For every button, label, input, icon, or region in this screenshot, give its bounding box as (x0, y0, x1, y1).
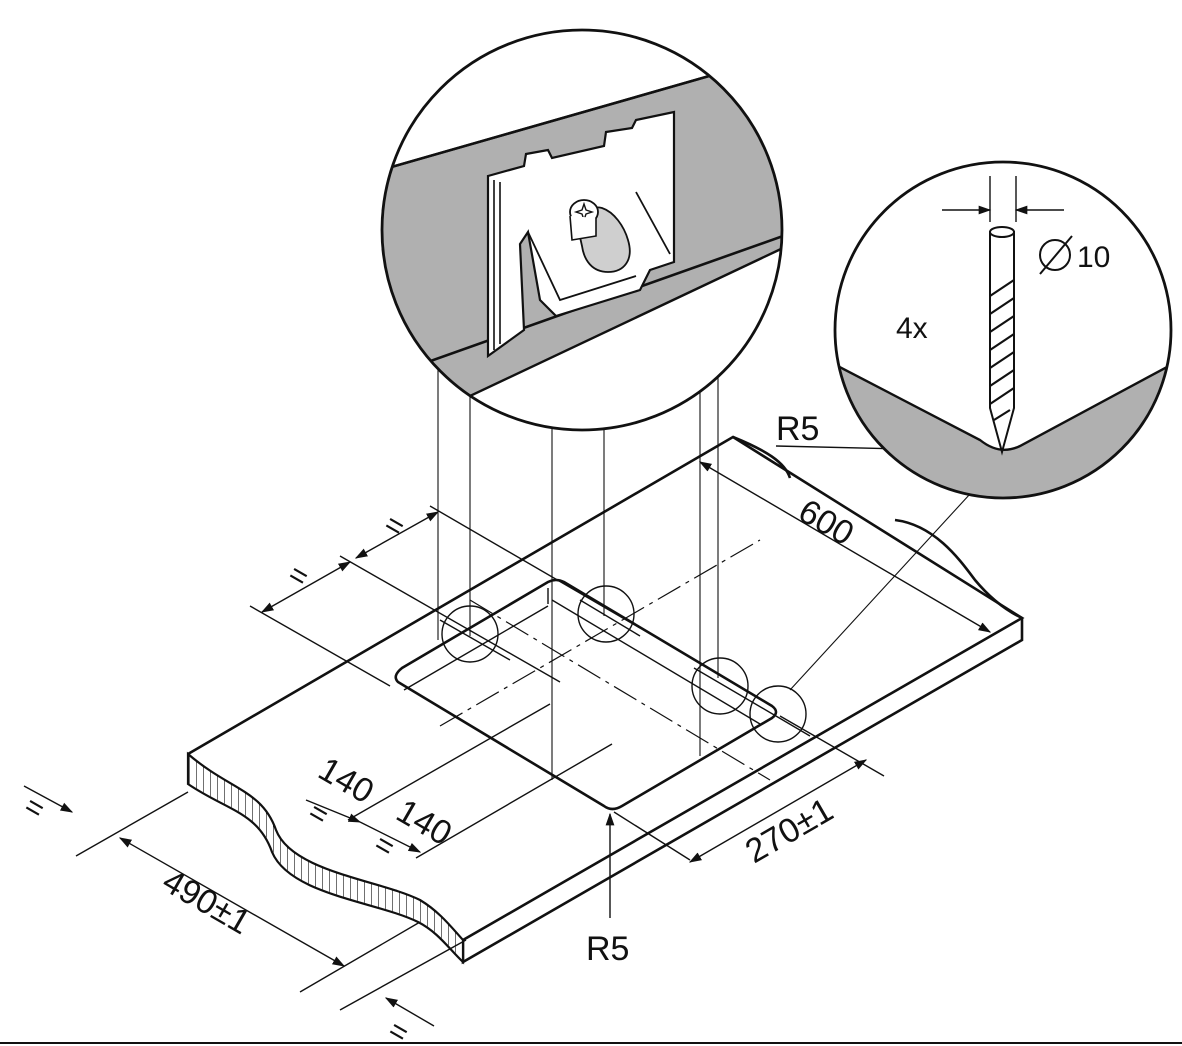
detail-circle-clip (380, 28, 784, 432)
sink-cutout (394, 578, 778, 811)
width-490-label: 490±1 (156, 862, 257, 942)
center-lines (439, 539, 771, 781)
equal-marker: = (379, 507, 411, 544)
dimension-lines (23, 436, 992, 1027)
equal-marker: = (283, 557, 315, 594)
equal-marker: = (19, 789, 51, 826)
radius-detail-label: R5 (776, 410, 819, 448)
quantity-label: 4x (896, 312, 928, 345)
diameter-label: 10 (1077, 241, 1110, 274)
depth-270-label: 270±1 (739, 791, 840, 871)
mounting-clip (486, 110, 676, 359)
radius-cutout-label: R5 (586, 930, 629, 968)
countertop (186, 435, 1025, 965)
screw-head-icon (569, 199, 599, 241)
bracket-location-circles (439, 585, 811, 743)
offset-140-right-label: 140 (390, 792, 458, 853)
drill-bit-icon (989, 226, 1015, 456)
equal-marker: = (383, 1013, 415, 1046)
detail-circle-drill (833, 160, 1173, 500)
length-600-label: 600 (792, 492, 860, 553)
diameter-symbol-icon (1039, 235, 1073, 275)
projection-lines (437, 364, 971, 780)
